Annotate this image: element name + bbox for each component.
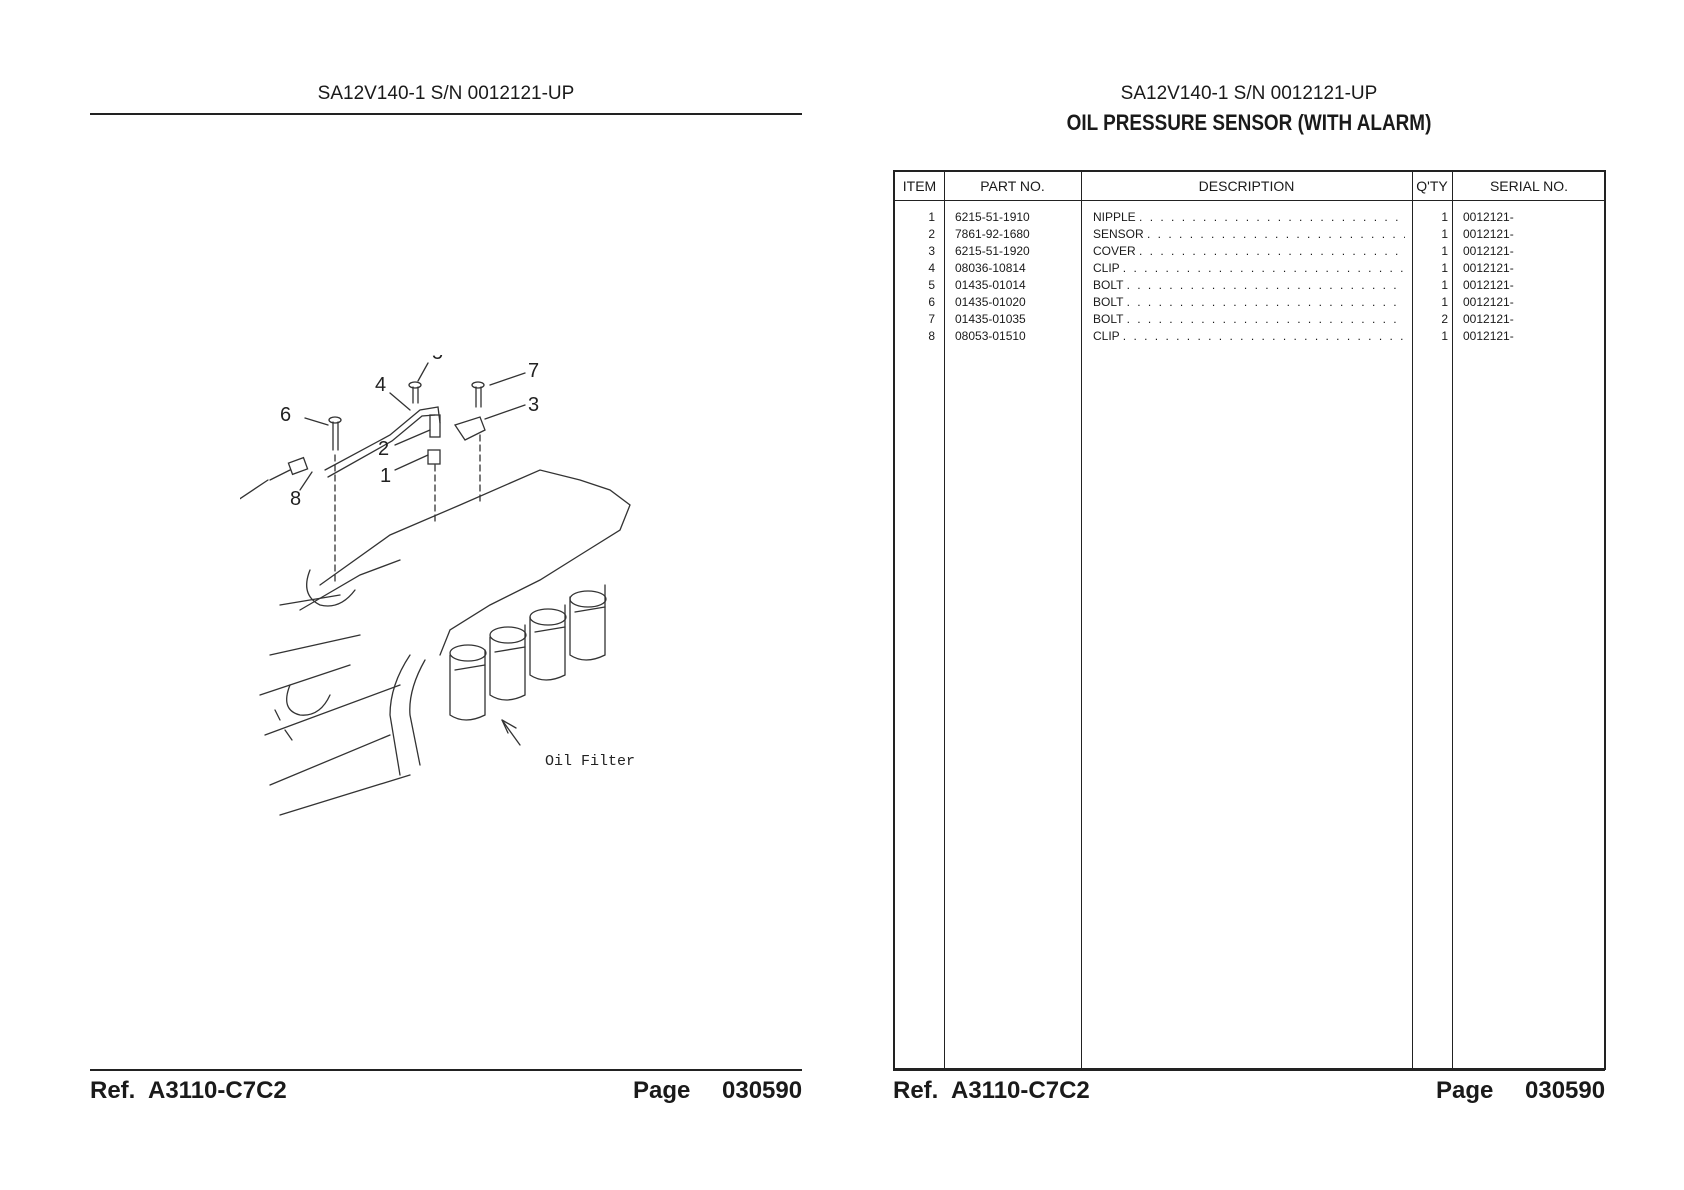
qty-cell: 1 [1441,295,1448,309]
part-no-cell: 7861-92-1680 [955,227,1030,241]
serial-cell: 0012121- [1463,227,1514,241]
qty-cell: 1 [1441,329,1448,343]
part-no-cell: 01435-01035 [955,312,1026,326]
qty-cell: 1 [1441,261,1448,275]
left-footer-rule [90,1069,802,1071]
item-cell: 5 [928,278,935,292]
part-no-cell: 01435-01014 [955,278,1026,292]
part-no-cell: 08053-01510 [955,329,1026,343]
header-qty: Q'TY [1416,178,1448,194]
right-model-header: SA12V140-1 S/N 0012121-UP [1120,83,1378,104]
left-ref-value: A3110-C7C2 [148,1077,287,1104]
item-cell: 3 [928,244,935,258]
serial-cell: 0012121- [1463,329,1514,343]
serial-cell: 0012121- [1463,261,1514,275]
page-title: OIL PRESSURE SENSOR (WITH ALARM) [1066,110,1432,135]
header-description: DESCRIPTION [1198,178,1295,194]
right-page-label: Page [1436,1077,1494,1104]
serial-cell: 0012121- [1463,244,1514,258]
callout-1: 1 [380,465,391,487]
qty-cell: 1 [1441,227,1448,241]
description-cell: CLIP . . . . . . . . . . . . . . . . . .… [1093,261,1405,275]
description-cell: BOLT . . . . . . . . . . . . . . . . . .… [1093,278,1405,292]
parts-table: ITEM PART NO. DESCRIPTION Q'TY SERIAL NO… [893,170,1606,1070]
bolt-6 [328,416,342,451]
header-serial-no: SERIAL NO. [1489,178,1569,194]
serial-cell: 0012121- [1463,295,1514,309]
oil-filter-canisters [449,584,607,721]
exploded-parts-drawing: 5 4 7 6 3 2 1 8 Oil Filter [240,355,635,816]
description-cell: NIPPLE . . . . . . . . . . . . . . . . .… [1093,210,1405,224]
sensor-wire [324,406,441,471]
header-part-no: PART NO. [980,178,1045,194]
table-row: 2 7861-92-1680 SENSOR . . . . . . . . . . … [895,227,1604,244]
cover [453,416,486,441]
sensor [429,414,441,438]
left-page-label: Page [633,1077,691,1104]
right-ref-label: Ref. [893,1077,939,1104]
description-cell: SENSOR . . . . . . . . . . . . . . . . .… [1093,227,1405,241]
callout-3: 3 [528,394,539,416]
left-header-rule [90,113,802,115]
qty-cell: 1 [1441,210,1448,224]
left-model-header: SA12V140-1 S/N 0012121-UP [317,83,575,104]
table-row: 7 01435-01035 BOLT . . . . . . . . . . . .… [895,312,1604,329]
header-item: ITEM [902,178,937,194]
left-page-value: 030590 [722,1077,803,1104]
connector [287,456,309,476]
serial-cell: 0012121- [1463,210,1514,224]
oil-filter-label: Oil Filter [545,753,635,770]
serial-cell: 0012121- [1463,312,1514,326]
description-cell: COVER . . . . . . . . . . . . . . . . . … [1093,244,1405,258]
item-cell: 2 [928,227,935,241]
table-row: 4 08036-10814 CLIP . . . . . . . . . . . .… [895,261,1604,278]
table-row: 3 6215-51-1920 COVER . . . . . . . . . . .… [895,244,1604,261]
serial-cell: 0012121- [1463,278,1514,292]
left-ref-label: Ref. [90,1077,136,1104]
bolt-5 [408,381,422,404]
table-row: 1 6215-51-1910 NIPPLE . . . . . . . . . . … [895,210,1604,227]
callout-7: 7 [528,360,539,382]
bolt-7 [471,381,485,408]
callout-6: 6 [280,404,291,426]
description-cell: BOLT . . . . . . . . . . . . . . . . . .… [1093,295,1405,309]
item-cell: 8 [928,329,935,343]
part-no-cell: 6215-51-1910 [955,210,1030,224]
callout-8: 8 [290,488,301,510]
qty-cell: 1 [1441,244,1448,258]
part-no-cell: 01435-01020 [955,295,1026,309]
item-cell: 1 [928,210,935,224]
qty-cell: 1 [1441,278,1448,292]
table-row: 5 01435-01014 BOLT . . . . . . . . . . . .… [895,278,1604,295]
right-page-value: 030590 [1525,1077,1606,1104]
qty-cell: 2 [1441,312,1448,326]
table-row: 8 08053-01510 CLIP . . . . . . . . . . . .… [895,329,1604,346]
right-ref-value: A3110-C7C2 [951,1077,1090,1104]
table-row: 6 01435-01020 BOLT . . . . . . . . . . . .… [895,295,1604,312]
callout-5: 5 [432,355,443,364]
part-no-cell: 6215-51-1920 [955,244,1030,258]
nipple [427,449,441,465]
right-footer-rule [893,1069,1605,1071]
item-cell: 6 [928,295,935,309]
callout-4: 4 [375,374,386,396]
part-no-cell: 08036-10814 [955,261,1026,275]
description-cell: CLIP . . . . . . . . . . . . . . . . . .… [1093,329,1405,343]
item-cell: 4 [928,261,935,275]
callout-2: 2 [378,438,389,460]
item-cell: 7 [928,312,935,326]
description-cell: BOLT . . . . . . . . . . . . . . . . . .… [1093,312,1405,326]
